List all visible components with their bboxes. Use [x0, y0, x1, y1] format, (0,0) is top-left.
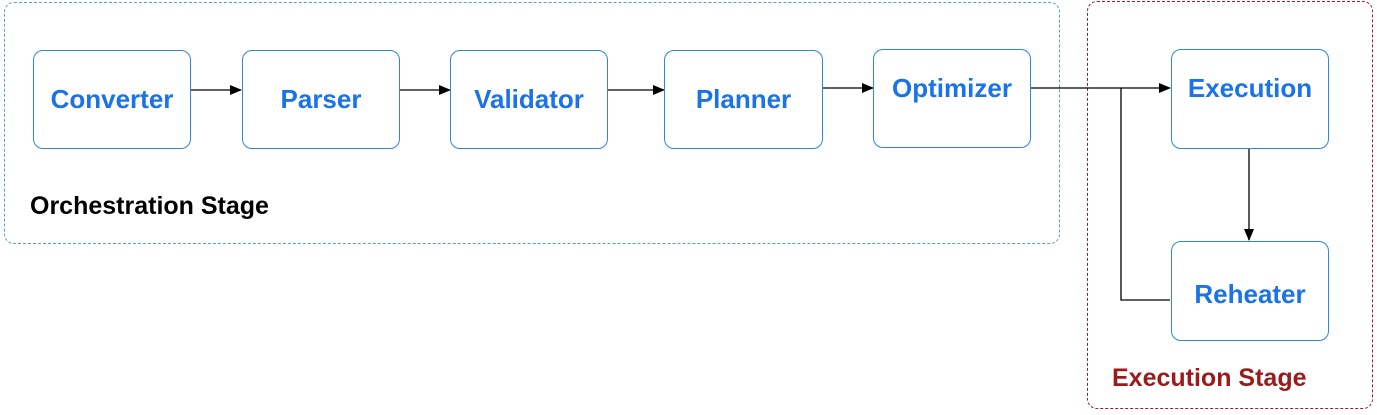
reheater-node: Reheater: [1171, 241, 1329, 341]
execution-stage-container: [1087, 1, 1373, 409]
parser-label: Parser: [280, 84, 362, 114]
reheater-label: Reheater: [1194, 279, 1306, 309]
execution-node: Execution: [1171, 49, 1329, 149]
validator-node: Validator: [450, 50, 608, 149]
parser-node: Parser: [242, 50, 400, 149]
execution-stage-label: Execution Stage: [1112, 364, 1307, 392]
converter-label: Converter: [50, 84, 174, 114]
converter-node: Converter: [33, 50, 191, 149]
optimizer-label: Optimizer: [892, 73, 1012, 103]
optimizer-node: Optimizer: [873, 49, 1031, 148]
orchestration-stage-label: Orchestration Stage: [30, 192, 269, 220]
execution-label: Execution: [1187, 73, 1313, 103]
validator-label: Validator: [474, 84, 584, 114]
planner-node: Planner: [664, 50, 823, 149]
orchestration-stage-container: [4, 2, 1060, 244]
planner-label: Planner: [695, 84, 792, 114]
